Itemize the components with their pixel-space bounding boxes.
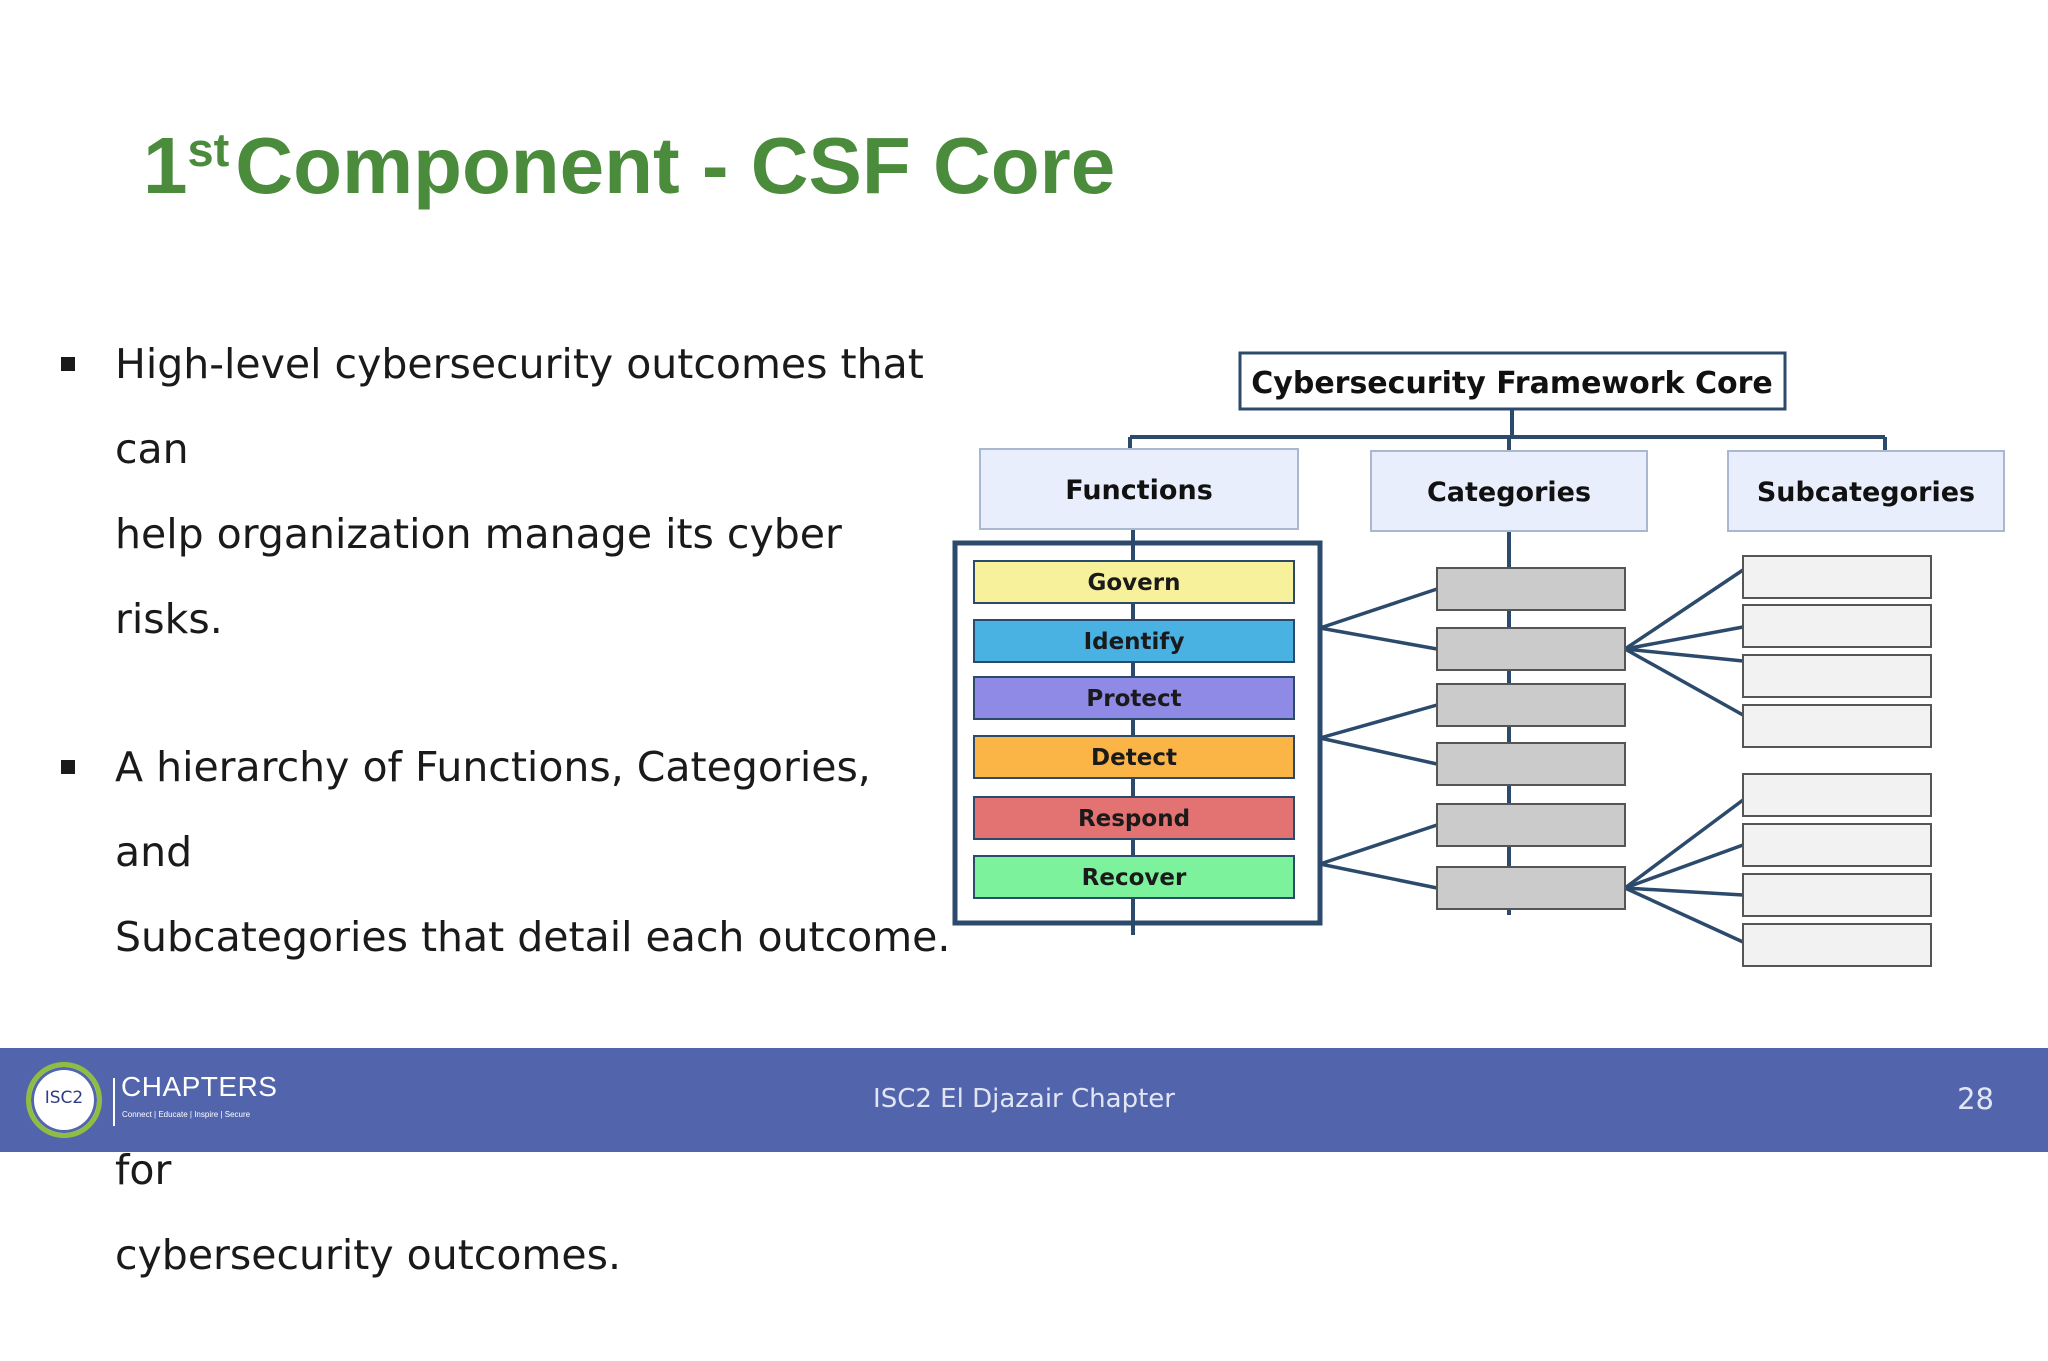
csf-core-diagram-svg: Cybersecurity Framework Core Functions C… [952, 351, 2005, 967]
bullet-item: A hierarchy of Functions, Categories, an… [60, 725, 960, 980]
isc2-logo: ISC2 [26, 1062, 102, 1138]
slide-title: 1stComponent - CSF Core [143, 118, 1115, 214]
connector-line [1319, 736, 1438, 766]
connector-line [1319, 626, 1438, 651]
bullet-item: High-level cybersecurity outcomes that c… [60, 322, 960, 662]
connector-line [1624, 886, 1744, 944]
subcategory-box [1742, 773, 1932, 817]
subcategory-box [1742, 873, 1932, 917]
connector-line [1623, 798, 1745, 890]
framework-core-box [1238, 351, 1787, 411]
function-label-govern: Govern [1088, 570, 1181, 596]
function-box-respond [973, 796, 1295, 840]
page-number: 28 [1957, 1082, 1994, 1116]
function-label-detect: Detect [1091, 745, 1177, 771]
category-box [1436, 683, 1626, 727]
category-box [1436, 803, 1626, 847]
subcategory-box [1742, 654, 1932, 698]
function-box-detect [973, 735, 1295, 779]
connector-line [1319, 587, 1438, 630]
logo-divider [113, 1078, 115, 1126]
bullet-square-icon [61, 357, 75, 371]
function-box-identify [973, 619, 1295, 663]
subcategory-box [1742, 604, 1932, 648]
column-header-subcategories: Subcategories [1757, 477, 1975, 508]
connector-line [1624, 647, 1744, 663]
category-box [1436, 567, 1626, 611]
footer-chapter-name: ISC2 El Djazair Chapter [873, 1084, 1175, 1114]
function-label-respond: Respond [1078, 806, 1190, 832]
title-ordinal-suffix: st [187, 122, 230, 176]
column-header-categories-box [1370, 450, 1648, 532]
function-box-recover [973, 855, 1295, 899]
title-number: 1 [143, 121, 188, 210]
subcategory-box [1742, 555, 1932, 599]
connector-line [1624, 625, 1744, 651]
logo-wordmark: CHAPTERS [121, 1071, 278, 1102]
connector-line [1319, 823, 1438, 866]
title-text: Component - CSF Core [235, 121, 1116, 210]
subcategory-box [1742, 823, 1932, 867]
function-label-protect: Protect [1086, 686, 1181, 712]
bullet-line: Subcategories that detail each outcome. [115, 913, 951, 961]
column-header-functions-box [979, 448, 1299, 530]
category-box [1436, 866, 1626, 910]
subcategory-box [1742, 704, 1932, 748]
column-header-functions: Functions [1065, 475, 1213, 506]
bullet-square-icon [61, 760, 75, 774]
column-header-subcategories-box [1727, 450, 2005, 532]
bullet-list: High-level cybersecurity outcomes that c… [60, 322, 960, 1361]
function-box-protect [973, 676, 1295, 720]
logo-text: ISC2 [44, 1088, 84, 1108]
subcategory-box [1742, 923, 1932, 967]
function-label-recover: Recover [1082, 865, 1187, 891]
connector-line [1624, 647, 1744, 717]
category-box [1436, 627, 1626, 671]
bullet-line: High-level cybersecurity outcomes that c… [115, 340, 924, 473]
function-boxes: GovernIdentifyProtectDetectRespondRecove… [973, 560, 1295, 899]
framework-core-label: Cybersecurity Framework Core [1251, 366, 1772, 401]
footer-bar: ISC2 CHAPTERS Connect | Educate | Inspir… [0, 1048, 2048, 1152]
connector-line [1624, 886, 1744, 897]
subcategory-boxes [1742, 555, 1932, 967]
category-boxes [1436, 567, 1626, 910]
connector-line [1624, 843, 1744, 890]
connector-line [1624, 568, 1744, 651]
bullet-line: help organization manage its cyber risks… [115, 510, 842, 643]
connector-line [1319, 862, 1438, 890]
column-header-categories: Categories [1427, 477, 1591, 508]
category-box [1436, 742, 1626, 786]
logo-tagline: Connect | Educate | Inspire | Secure [122, 1110, 251, 1119]
function-box-govern [973, 560, 1295, 604]
bullet-line: A hierarchy of Functions, Categories, an… [115, 743, 871, 876]
connector-line [1319, 703, 1438, 740]
csf-core-diagram: Cybersecurity Framework Core Functions C… [950, 345, 2010, 975]
functions-frame [952, 540, 1323, 926]
bullet-line: cybersecurity outcomes. [115, 1231, 621, 1279]
function-label-identify: Identify [1084, 629, 1185, 655]
